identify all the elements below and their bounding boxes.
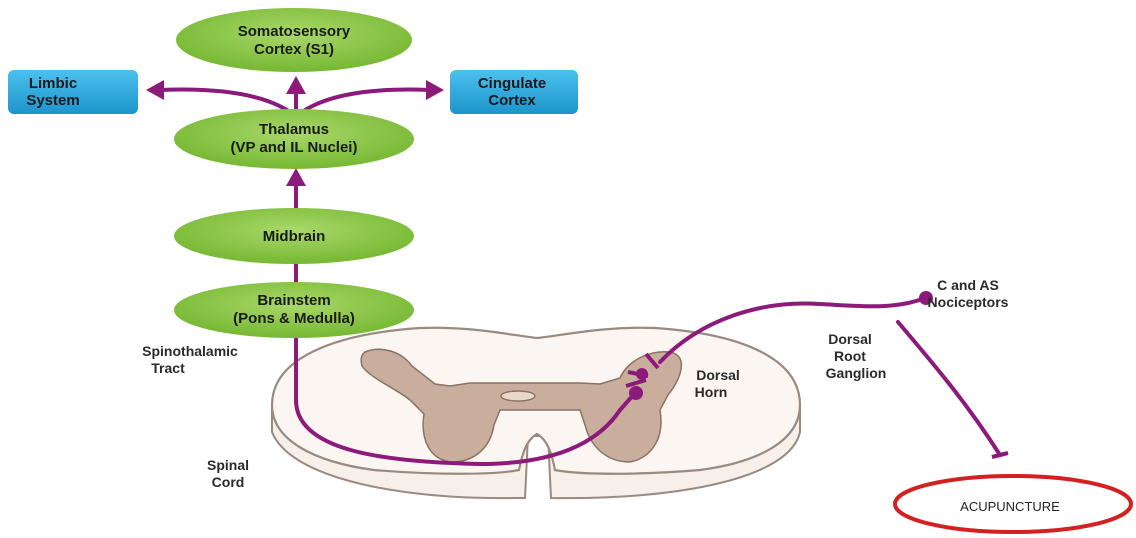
- thalamus-node: Thalamus (VP and IL Nuclei): [174, 109, 414, 169]
- central-canal: [501, 391, 535, 401]
- spinothalamic-label-line2: Tract: [151, 360, 185, 376]
- s1-node: Somatosensory Cortex (S1): [176, 8, 412, 72]
- limbic-label-line2: System: [26, 92, 79, 109]
- nociceptors-label-line1: C and AS: [937, 277, 999, 293]
- synapse-dot-1: [638, 370, 646, 378]
- peripheral-fiber: [898, 322, 1000, 455]
- arrow-to-cingulate: [426, 80, 444, 100]
- s1-label-line1: Somatosensory: [238, 23, 351, 40]
- acupuncture-terminal: [992, 453, 1008, 457]
- limbic-box: Limbic System: [8, 70, 138, 114]
- cingulate-box: Cingulate Cortex: [450, 70, 578, 114]
- spinothalamic-label: Spinothalamic Tract: [142, 343, 238, 376]
- branch-to-limbic: [160, 90, 290, 112]
- arrow-to-limbic: [146, 80, 164, 100]
- arrow-up-to-thalamus: [286, 168, 306, 186]
- drg-label-line2: Root: [834, 348, 866, 364]
- spinal-cord-label-line2: Cord: [212, 474, 245, 490]
- cingulate-label-line2: Cortex: [488, 92, 536, 109]
- limbic-label-line1: Limbic: [29, 75, 77, 92]
- thalamus-label-line2: (VP and IL Nuclei): [231, 139, 358, 156]
- midbrain-node: Midbrain: [174, 208, 414, 264]
- acupuncture-callout: ACUPUNCTURE: [895, 476, 1131, 532]
- thalamus-label-line1: Thalamus: [259, 121, 329, 138]
- brainstem-label-line1: Brainstem: [257, 292, 330, 309]
- drg-label-line1: Dorsal: [828, 331, 872, 347]
- arrow-up-to-s1: [286, 76, 306, 94]
- brainstem-label-line2: (Pons & Medulla): [233, 310, 355, 327]
- s1-label-line2: Cortex (S1): [254, 41, 334, 58]
- spinal-cord-label: Spinal Cord: [207, 457, 249, 490]
- cingulate-label-line1: Cingulate: [478, 75, 546, 92]
- synapse-dot-2: [631, 388, 641, 398]
- spinal-cord: [272, 328, 800, 498]
- drg-label-line3: Ganglion: [826, 365, 887, 381]
- spinal-cord-label-line1: Spinal: [207, 457, 249, 473]
- acupuncture-label: ACUPUNCTURE: [960, 499, 1060, 514]
- branch-to-cingulate: [302, 90, 430, 112]
- dorsal-horn-label-line2: Horn: [695, 384, 728, 400]
- dorsal-root-ganglion-label: Dorsal Root Ganglion: [826, 331, 887, 381]
- midbrain-label: Midbrain: [263, 228, 326, 245]
- nociceptors-label-line2: Nociceptors: [928, 294, 1009, 310]
- dorsal-horn-label-line1: Dorsal: [696, 367, 740, 383]
- brainstem-node: Brainstem (Pons & Medulla): [174, 282, 414, 338]
- nociceptors-label: C and AS Nociceptors: [928, 277, 1009, 310]
- spinothalamic-label-line1: Spinothalamic: [142, 343, 238, 359]
